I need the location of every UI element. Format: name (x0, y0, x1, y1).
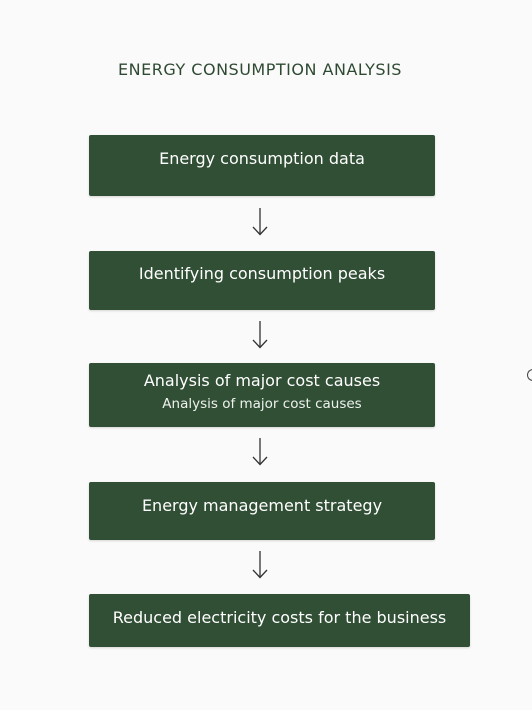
flow-step-cost-causes: Analysis of major cost causes Analysis o… (89, 363, 435, 427)
flow-step-management-strategy: Energy management strategy (89, 482, 435, 540)
flow-step-sublabel: Analysis of major cost causes (162, 396, 362, 412)
flow-step-label: Identifying consumption peaks (138, 263, 386, 283)
edge-artifact (527, 369, 532, 381)
arrow-down-icon (252, 551, 268, 579)
diagram-title: ENERGY CONSUMPTION ANALYSIS (118, 60, 402, 79)
flow-step-label: Reduced electricity costs for the busine… (112, 607, 447, 627)
arrow-down-icon (252, 321, 268, 349)
flow-step-label: Energy management strategy (141, 496, 383, 515)
flow-step-label: Analysis of major cost causes (143, 371, 381, 390)
flow-step-consumption-peaks: Identifying consumption peaks (89, 251, 435, 310)
arrow-down-icon (252, 438, 268, 466)
flow-step-label: Energy consumption data (159, 148, 365, 168)
flow-step-energy-data: Energy consumption data (89, 135, 435, 196)
flow-step-reduced-costs: Reduced electricity costs for the busine… (89, 594, 470, 647)
arrow-down-icon (252, 208, 268, 236)
